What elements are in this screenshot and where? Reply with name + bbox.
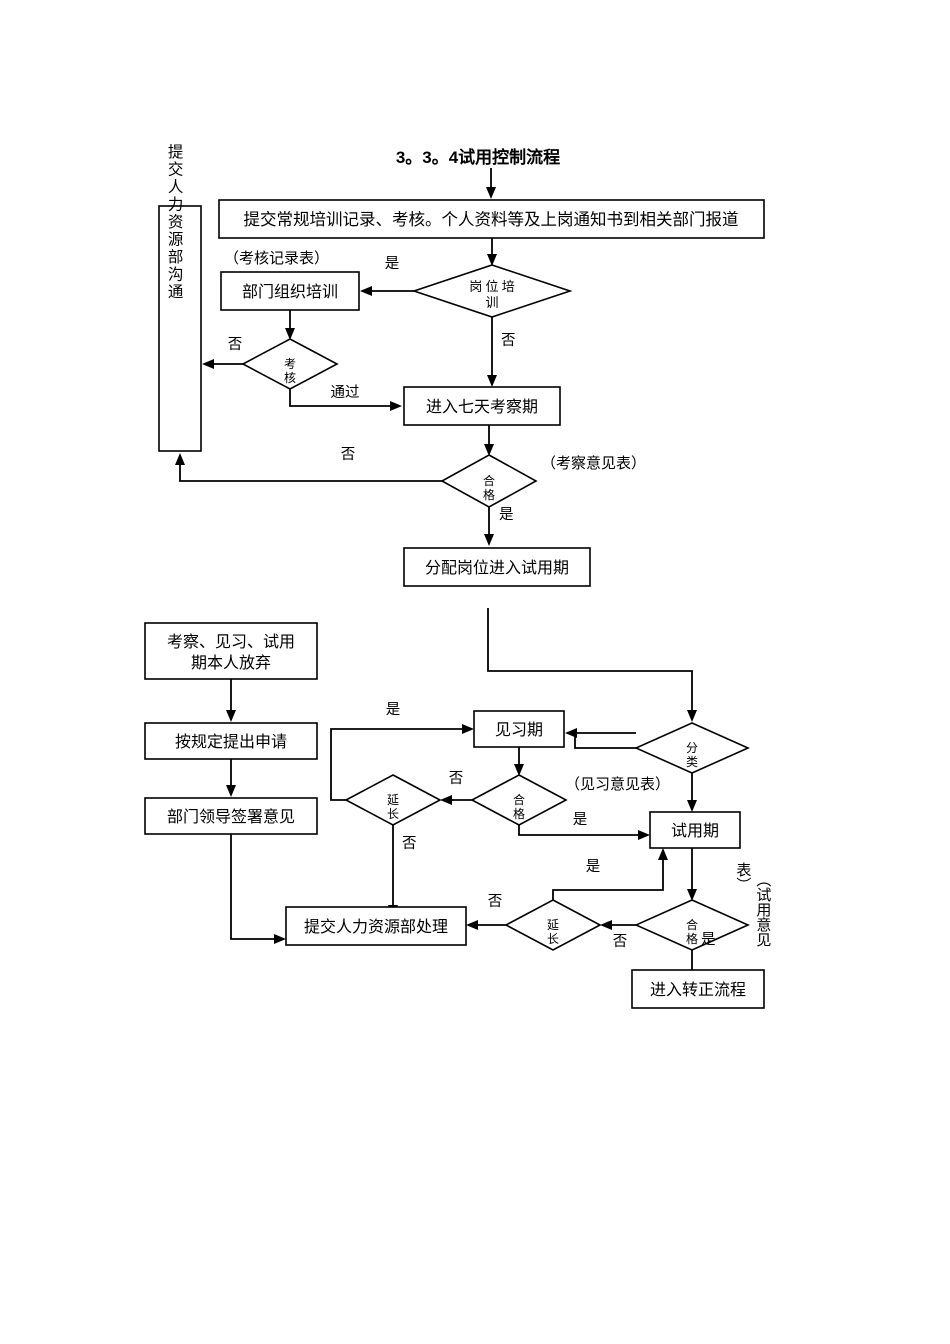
edge-label-no-qualified3: 否 — [613, 934, 628, 950]
node-seven-day: 进入七天考察期 — [403, 386, 561, 426]
edge-assess-pass: 通过 — [289, 384, 402, 411]
node-qualified-3-label-2: 格 — [686, 931, 698, 946]
edge-apply-to-leadersign — [226, 759, 236, 797]
node-classify-label-2: 类 — [686, 755, 698, 769]
edge-label-yes-qualified1: 是 — [499, 507, 514, 523]
edge-classify-to-intern — [565, 728, 636, 749]
node-assign-post-label: 分配岗位进入试用期 — [425, 559, 569, 577]
edge-leadersign-to-submithr — [230, 834, 286, 944]
node-hr-communicate: 提交人力资源部沟通 — [158, 143, 202, 452]
note-probation-opinion: （试用意见 表） — [734, 862, 771, 947]
edge-training-no: 否 — [487, 317, 516, 387]
node-seven-day-label: 进入七天考察期 — [426, 398, 538, 416]
node-intern-period: 见习期 — [473, 710, 565, 748]
node-apply: 按规定提出申请 — [144, 722, 318, 760]
node-qualified-2-label-1: 合 — [513, 792, 525, 807]
node-qualified-2: 合 格 — [470, 774, 568, 826]
edge-classify-to-probation — [687, 773, 697, 812]
node-probation-label: 试用期 — [671, 822, 719, 840]
edge-label-yes-training: 是 — [385, 256, 400, 272]
edge-label-no-qualified2: 否 — [449, 771, 464, 787]
node-extend-1: 延 长 — [344, 774, 442, 826]
edge-qualified2-yes: 是 — [518, 812, 650, 840]
node-extend-2: 延 长 — [504, 899, 602, 951]
node-give-up-label-2: 期本人放弃 — [191, 654, 271, 672]
note-inspect-opinion: （考察意见表） — [541, 454, 646, 472]
edge-qualified1-yes: 是 — [484, 507, 514, 546]
edge-label-yes-extend2: 是 — [586, 859, 601, 875]
node-assess: 考 核 — [241, 338, 339, 390]
edge-assess-no: 否 — [202, 337, 243, 369]
edge-label-yes-qualified2: 是 — [573, 812, 588, 828]
node-extend-1-label-1: 延 — [387, 793, 399, 807]
edge-sevenday-to-qualified1 — [484, 425, 494, 456]
edge-label-no-extend1: 否 — [402, 836, 417, 852]
note-intern-opinion: （见习意见表） — [565, 775, 670, 793]
edge-title-to-submit — [486, 168, 496, 199]
edge-extend2-no: 否 — [466, 894, 506, 930]
node-qualified-3-label-1: 合 — [686, 917, 698, 932]
edge-qualified2-no: 否 — [440, 771, 472, 805]
edge-label-no-extend2: 否 — [488, 894, 503, 910]
node-assess-label-1: 考 — [284, 357, 296, 371]
edge-training-yes: 是 — [360, 256, 414, 296]
node-submit-records: 提交常规培训记录、考核。个人资料等及上岗通知书到相关部门报道 — [218, 199, 765, 239]
node-apply-label: 按规定提出申请 — [175, 733, 287, 751]
node-dept-training-label: 部门组织培训 — [242, 283, 338, 301]
edge-label-no-training: 否 — [501, 333, 516, 349]
note-assess-form: （考核记录表） — [224, 250, 329, 267]
node-classify-label-1: 分 — [686, 741, 698, 755]
node-submit-hr-handle-label: 提交人力资源部处理 — [304, 918, 448, 936]
node-qualified-3: 合 格 — [634, 899, 750, 951]
node-post-training-label-1: 岗 位 培 — [469, 279, 515, 294]
edge-extend2-yes: 是 — [552, 848, 668, 900]
node-qualified-2-label-2: 格 — [513, 806, 525, 821]
node-give-up: 考察、见习、试用 期本人放弃 — [144, 622, 318, 680]
node-dept-training: 部门组织培训 — [220, 271, 360, 311]
edge-probation-to-qualified3 — [687, 848, 697, 901]
node-post-training: 岗 位 培 训 — [411, 264, 573, 318]
edge-label-no-assess: 否 — [228, 337, 243, 353]
edge-label-pass-assess: 通过 — [331, 384, 360, 401]
node-extend-2-label-1: 延 — [547, 918, 559, 932]
edge-submit-to-training — [487, 238, 497, 266]
node-leader-sign-label: 部门领导签署意见 — [167, 807, 295, 826]
edge-qualified3-yes: 是 — [691, 932, 716, 970]
node-intern-period-label: 见习期 — [495, 721, 543, 739]
edge-depttraining-to-assess — [285, 310, 295, 340]
node-assess-label-2: 核 — [284, 371, 296, 385]
node-leader-sign: 部门领导签署意见 — [144, 797, 318, 835]
note-probation-opinion-col1: （试用意见 — [754, 872, 771, 947]
node-give-up-label-1: 考察、见习、试用 — [167, 633, 295, 651]
node-probation: 试用期 — [649, 811, 741, 849]
node-qualified-1-label-2: 格 — [483, 487, 495, 502]
edge-label-yes-qualified3: 是 — [701, 932, 716, 948]
node-regularize-label: 进入转正流程 — [650, 981, 746, 999]
node-qualified-1: 合 格 — [440, 454, 538, 508]
edge-assignpost-to-classify — [487, 608, 697, 722]
node-submit-hr-handle: 提交人力资源部处理 — [285, 906, 467, 946]
node-submit-records-label: 提交常规培训记录、考核。个人资料等及上岗通知书到相关部门报道 — [244, 210, 739, 229]
node-regularize: 进入转正流程 — [631, 969, 765, 1009]
edge-extend1-yes: 是 — [330, 702, 474, 801]
node-hr-communicate-label: 提交人力资源部沟通 — [166, 143, 184, 301]
node-post-training-label-2: 训 — [485, 295, 498, 310]
node-qualified-1-label-1: 合 — [483, 473, 495, 488]
note-probation-opinion-col2: 表） — [734, 862, 751, 892]
node-extend-1-label-2: 长 — [387, 807, 399, 821]
page-title: 3。3。4试用控制流程 — [396, 147, 560, 167]
node-classify: 分 类 — [634, 722, 750, 774]
edge-intern-to-qualified2 — [514, 747, 524, 776]
edge-qualified1-no: 否 — [175, 447, 442, 482]
edge-extend1-no: 否 — [388, 825, 417, 917]
edge-qualified3-no: 否 — [600, 920, 636, 950]
node-extend-2-label-2: 长 — [547, 932, 559, 946]
node-assign-post: 分配岗位进入试用期 — [403, 547, 591, 587]
edge-label-no-qualified1: 否 — [341, 447, 356, 463]
edge-label-yes-intern: 是 — [386, 702, 401, 718]
edge-giveup-to-apply — [226, 679, 236, 722]
